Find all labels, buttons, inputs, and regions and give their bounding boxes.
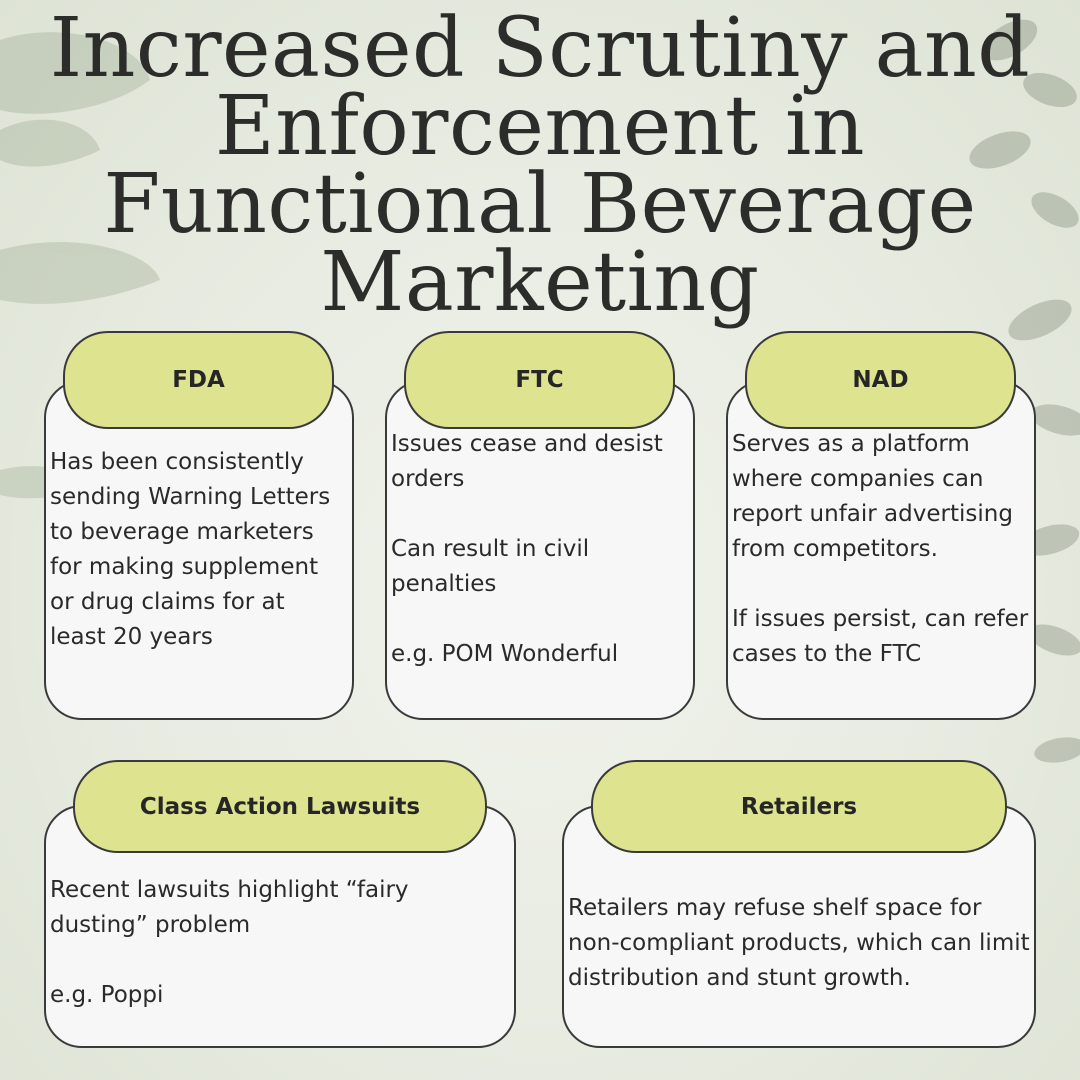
fda-heading: FDA xyxy=(63,331,334,429)
fda-text: Has been consistently sending Warning Le… xyxy=(50,449,331,650)
fda-card xyxy=(44,380,354,720)
nad-text: Serves as a platform where companies can… xyxy=(732,431,1029,667)
page-title: Increased Scrutiny and Enforcement in Fu… xyxy=(49,1,1031,330)
nad-heading: NAD xyxy=(745,331,1016,429)
nad-card xyxy=(726,380,1036,720)
class-action-heading: Class Action Lawsuits xyxy=(73,760,487,853)
retailers-heading: Retailers xyxy=(591,760,1007,853)
class-action-text: Recent lawsuits highlight “fairy dusting… xyxy=(50,877,409,1008)
ftc-text: Issues cease and desist orders Can resul… xyxy=(391,431,663,667)
ftc-card xyxy=(385,380,695,720)
ftc-heading: FTC xyxy=(404,331,675,429)
retailers-text: Retailers may refuse shelf space for non… xyxy=(568,895,1030,991)
